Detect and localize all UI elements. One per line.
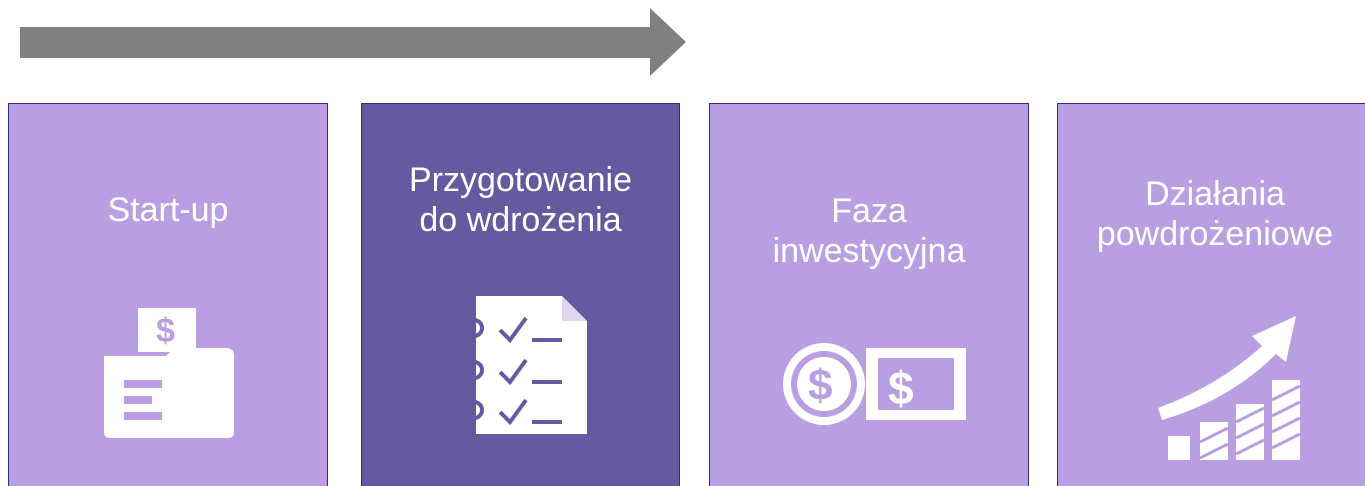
money-document-icon: $ <box>104 308 234 438</box>
process-arrow <box>20 8 686 76</box>
coin-banknote-icon: $ $ <box>783 343 966 425</box>
svg-text:$: $ <box>888 362 914 414</box>
svg-text:$: $ <box>156 312 175 350</box>
stage-card-start-up: Start-up $ <box>8 103 328 486</box>
stage-title: Działania powdrożeniowe <box>1096 175 1334 253</box>
stage-card-faza-inwestycyjna: Faza inwestycyjna $ $ <box>709 103 1029 486</box>
growth-bar-chart-icon <box>1158 316 1301 460</box>
stage-card-przygotowanie: Przygotowanie do wdrożenia <box>361 103 680 486</box>
svg-text:$: $ <box>808 361 832 410</box>
stage-title: Start-up <box>107 191 229 229</box>
stage-card-dzialania-powdrozeniowe: Działania powdrożeniowe <box>1057 103 1365 486</box>
stage-title: Przygotowanie do wdrożenia <box>408 161 632 239</box>
stage-title: Faza inwestycyjna <box>772 192 966 270</box>
checklist-icon <box>462 296 587 434</box>
